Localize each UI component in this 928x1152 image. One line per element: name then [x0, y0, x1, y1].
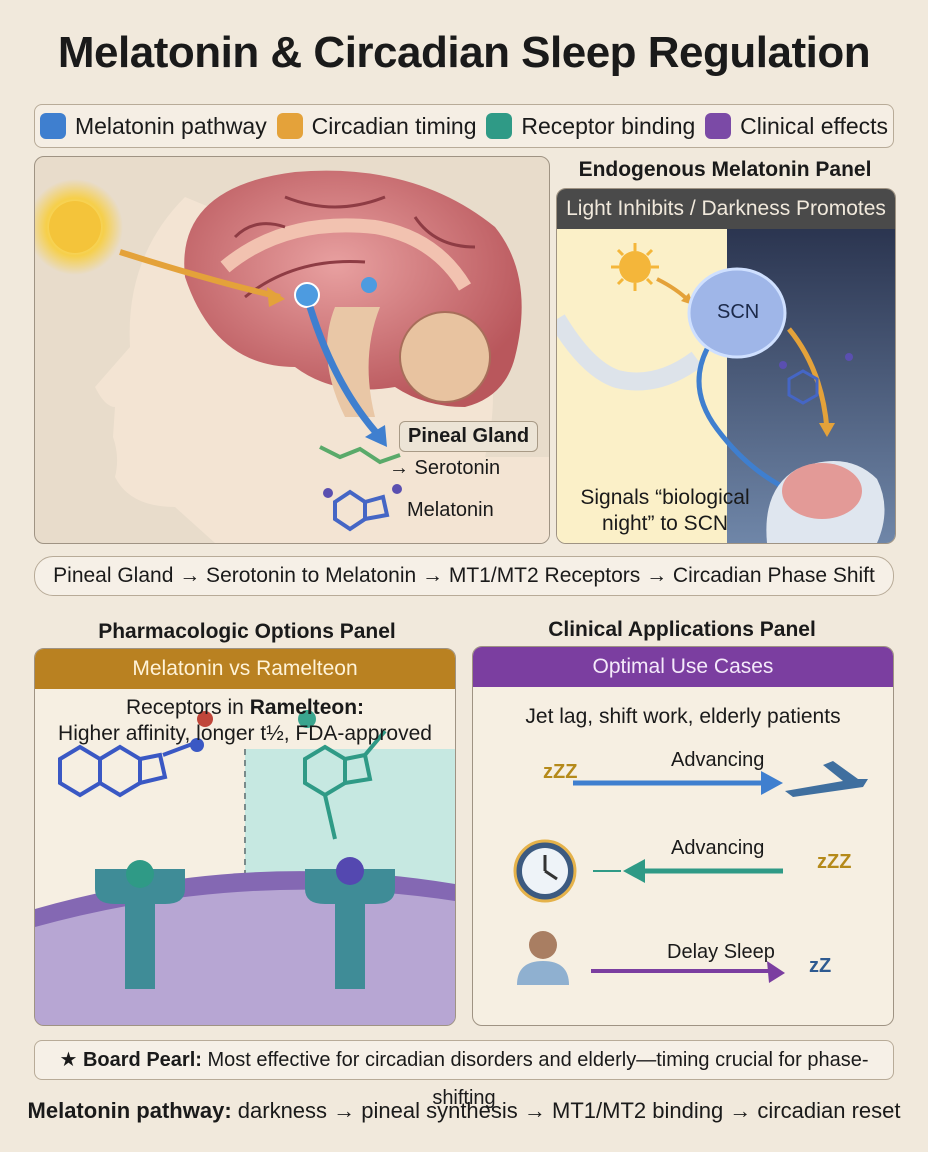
pineal-gland-icon — [294, 282, 320, 308]
caption-line-1: Signals “biological — [580, 486, 750, 509]
ramelteon-label: Ramelteon: — [249, 696, 365, 719]
zzz-label: zZZ — [817, 851, 852, 873]
legend-item-clinical-effects: Clinical effects — [705, 113, 888, 140]
pharm-description: Receptors in Ramelteon: Higher affinity,… — [35, 695, 455, 747]
sun-icon — [619, 251, 651, 283]
brain-illustration — [35, 170, 549, 543]
clinical-illustration — [513, 745, 868, 987]
caption-line-2: night” to SCN — [601, 512, 729, 535]
row-label-delay-sleep: Delay Sleep — [667, 941, 775, 963]
pineal-gland-label: Pineal Gland — [399, 421, 539, 452]
row-label-advancing: Advancing — [671, 749, 765, 771]
clinical-panel-title: Clinical Applications Panel — [548, 618, 816, 641]
melatonin-pathway-arrow — [306, 305, 383, 440]
melatonin-molecule — [58, 744, 102, 798]
footer-summary: Melatonin pathway: darkness → pineal syn… — [0, 1098, 928, 1124]
legend-swatch-orange — [276, 113, 303, 139]
melatonin-molecule — [787, 369, 819, 405]
timing-arrow — [787, 327, 830, 430]
serotonin-label: → Serotonin — [389, 457, 501, 479]
endogenous-panel: Light Inhibits / Darkness Promotes Signa… — [556, 188, 896, 544]
airplane-icon — [785, 761, 868, 797]
legend-swatch-blue — [39, 113, 66, 139]
legend-swatch-purple — [705, 113, 732, 139]
endogenous-illustration — [557, 229, 895, 543]
legend-label: Clinical effects — [740, 112, 889, 139]
legend-swatch-teal — [486, 113, 513, 139]
brain-icon — [782, 463, 862, 519]
pathway-flow-bar: Pineal Gland → Serotonin to Melatonin → … — [34, 556, 894, 596]
receptor-comparison-illustration — [35, 710, 455, 1025]
footer-label: Melatonin pathway: — [27, 1098, 232, 1123]
page-title: Melatonin & Circadian Sleep Regulation — [57, 28, 871, 77]
light-arrow — [119, 249, 281, 300]
clinical-subtitle: Jet lag, shift work, elderly patients — [525, 705, 841, 728]
pharm-line-2: Higher affinity, longer t½, FDA-approved — [58, 722, 432, 745]
clinical-panel: Optimal Use Cases Jet lag, shift work, e… — [472, 646, 894, 1026]
mt-receptor-right — [305, 869, 395, 989]
legend-label: Receptor binding — [521, 112, 696, 139]
pharm-panel: Melatonin vs Ramelteon Receptors in Rame… — [34, 648, 456, 1026]
pathway-arrow — [696, 347, 789, 492]
clinical-panel-header: Optimal Use Cases — [473, 647, 893, 687]
pharm-panel-header: Melatonin vs Ramelteon — [35, 649, 455, 689]
pharm-line-1-prefix: Receptors in — [125, 696, 250, 719]
footer-text: darkness → pineal synthesis → MT1/MT2 bi… — [237, 1098, 901, 1123]
row-label-advancing-2: Advancing — [671, 837, 765, 859]
cerebellum — [399, 311, 491, 403]
endogenous-panel-header: Light Inhibits / Darkness Promotes — [557, 189, 895, 229]
board-pearl-text: Most effective for circadian disorders a… — [207, 1049, 869, 1109]
legend-label: Melatonin pathway — [74, 112, 267, 139]
endogenous-panel-title: Endogenous Melatonin Panel — [578, 158, 872, 181]
serotonin-molecule — [319, 445, 401, 465]
legend-item-melatonin-pathway: Melatonin pathway — [39, 112, 267, 140]
star-icon: ★ — [59, 1049, 78, 1071]
legend-item-circadian-timing: Circadian timing — [276, 112, 477, 140]
mt-receptor-left — [95, 869, 185, 989]
zzz-label: zZZ — [543, 761, 578, 783]
melatonin-label: Melatonin — [407, 499, 494, 521]
scn-icon — [687, 267, 787, 359]
scn-label: SCN — [717, 301, 760, 323]
legend-label: Circadian timing — [311, 112, 477, 139]
pharm-panel-title: Pharmacologic Options Panel — [98, 620, 396, 643]
pharm-line-1: Receptors in Ramelteon: — [35, 695, 455, 721]
endogenous-caption: Signals “biological night” to SCN — [575, 485, 755, 537]
moon-icon — [513, 745, 543, 805]
board-pearl-label: Board Pearl: — [82, 1049, 202, 1071]
legend: Melatonin pathway Circadian timing Recep… — [34, 104, 894, 148]
zzz-label: zZ — [809, 955, 832, 977]
board-pearl: ★ Board Pearl: Most effective for circad… — [34, 1040, 894, 1109]
elderly-patient-icon — [529, 931, 557, 959]
brain-illustration-panel: Pineal Gland → Serotonin Melatonin — [34, 156, 550, 544]
legend-item-receptor-binding: Receptor binding — [486, 113, 695, 140]
